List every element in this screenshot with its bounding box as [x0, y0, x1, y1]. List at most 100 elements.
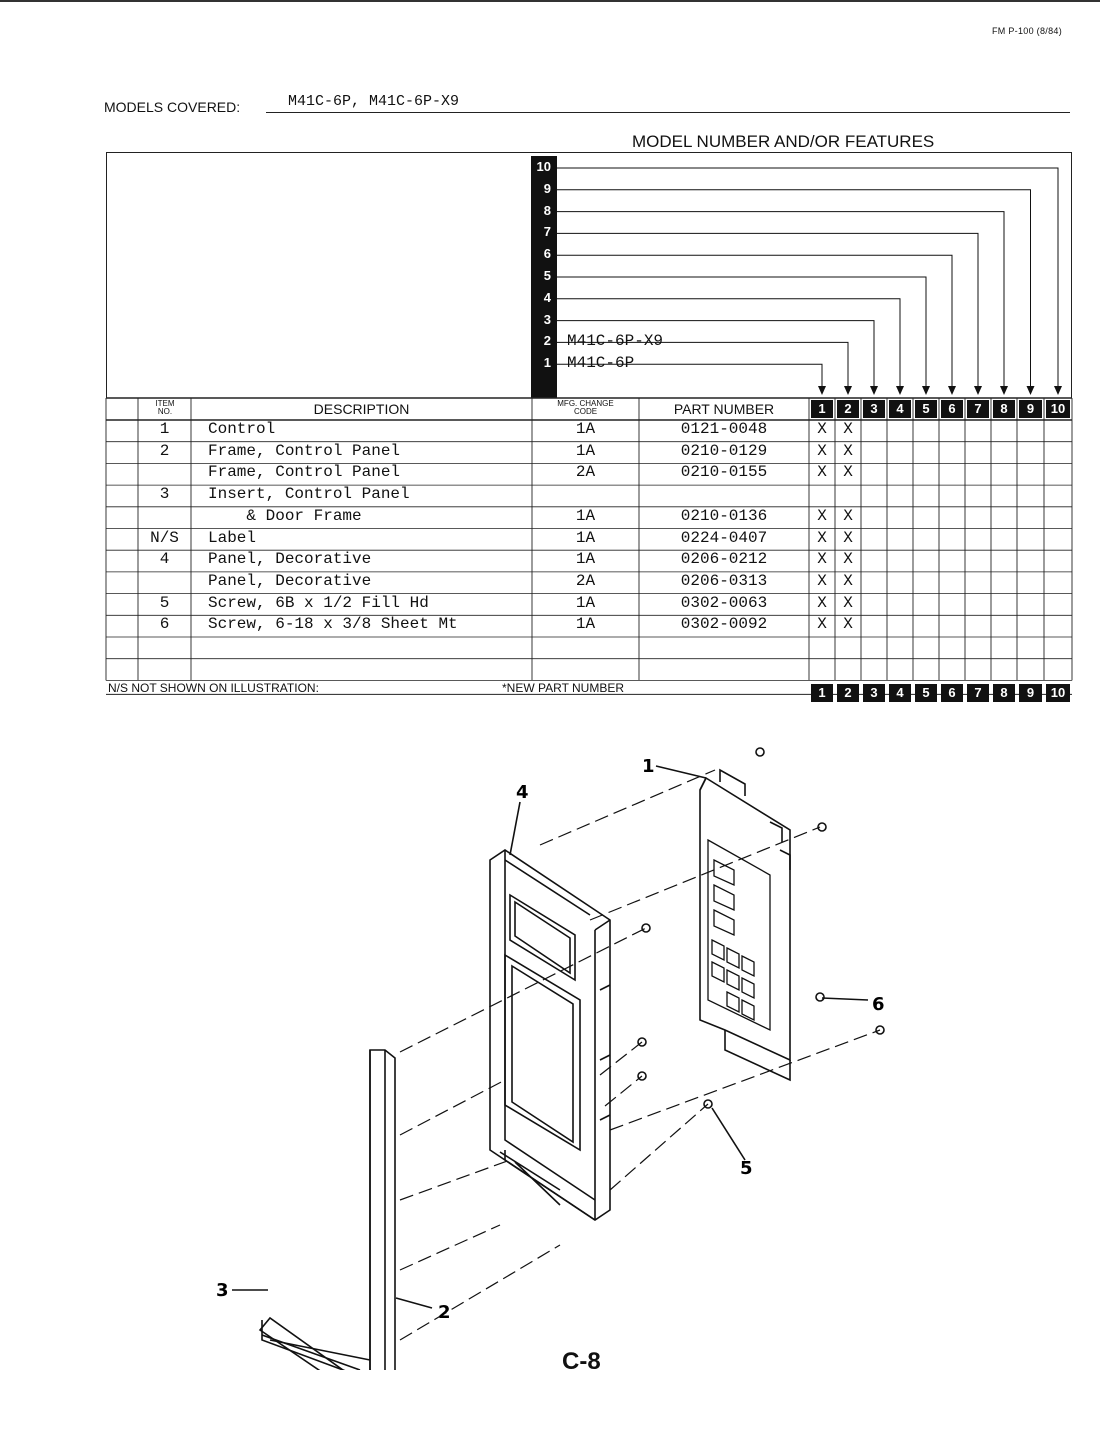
model-applicability-mark: X — [817, 420, 827, 438]
features-title: MODEL NUMBER AND/OR FEATURES — [632, 132, 935, 151]
model-column-number: 3 — [863, 684, 885, 703]
model-applicability-mark: X — [843, 593, 853, 612]
page-label: C-8 — [562, 1348, 601, 1375]
model-column-number: 3 — [863, 400, 885, 418]
model-applicability-mark: X — [817, 550, 827, 569]
part-number: 0210-0155 — [680, 463, 768, 482]
part-number: 0210-0129 — [680, 441, 768, 460]
model-column-number: 8 — [993, 400, 1015, 418]
part-number: 0206-0212 — [680, 550, 768, 569]
model-column-number: 7 — [967, 684, 989, 703]
mfg-change-code: 1A — [575, 615, 596, 634]
model-name: M41C-6P — [567, 354, 635, 373]
mfg-change-code: 1A — [575, 550, 596, 569]
part-description: Screw, 6B x 1/2 Fill Hd — [208, 593, 429, 612]
model-column-number: 2 — [837, 400, 859, 418]
model-column-number: 7 — [967, 400, 989, 418]
model-index-number: 2 — [543, 333, 551, 349]
model-applicability-mark: X — [843, 615, 853, 634]
model-column-number: 4 — [889, 400, 911, 418]
header-description: DESCRIPTION — [313, 401, 410, 417]
mfg-change-code: 1A — [575, 528, 596, 547]
model-column-number: 4 — [889, 684, 911, 703]
part-description: Label — [208, 528, 257, 547]
part-number: 0210-0136 — [680, 506, 768, 525]
item-number: 6 — [159, 615, 170, 634]
item-number: 4 — [159, 550, 170, 569]
callout-3: 3 — [216, 1280, 229, 1301]
mfg-change-code: 1A — [575, 420, 596, 438]
callout-5: 5 — [740, 1158, 753, 1179]
model-index-number: 6 — [543, 246, 551, 262]
part-description: Screw, 6-18 x 3/8 Sheet Mt — [208, 615, 458, 634]
model-index-number: 1 — [543, 355, 551, 371]
model-applicability-mark: X — [843, 550, 853, 569]
form-number: FM P-100 (8/84) — [991, 26, 1062, 36]
model-index-number: 9 — [543, 180, 551, 196]
model-applicability-mark: X — [817, 528, 827, 547]
model-column-number: 9 — [1019, 400, 1042, 418]
callout-1: 1 — [642, 756, 655, 777]
model-applicability-mark: X — [817, 571, 827, 590]
part-description: & Door Frame — [208, 506, 362, 525]
model-index-number: 7 — [543, 224, 551, 240]
model-applicability-mark: X — [817, 506, 827, 525]
model-column-number: 5 — [915, 684, 937, 703]
model-column-number: 1 — [811, 400, 833, 418]
part-number: 0302-0063 — [680, 593, 768, 612]
models-covered-label: MODELS COVERED: — [104, 99, 241, 115]
mfg-change-code: 1A — [575, 441, 596, 460]
part-number: 0121-0048 — [680, 420, 768, 438]
part-number: 0206-0313 — [680, 571, 768, 590]
part-number: 0224-0407 — [680, 528, 768, 547]
model-applicability-mark: X — [843, 420, 853, 438]
mfg-change-code: 2A — [575, 463, 596, 482]
mfg-change-code: 1A — [575, 593, 596, 612]
model-applicability-mark: X — [817, 463, 827, 482]
new-part-note: *NEW PART NUMBER — [502, 681, 625, 696]
item-number: 3 — [159, 485, 170, 504]
model-index-number: 10 — [536, 159, 551, 174]
callout-6: 6 — [872, 994, 885, 1015]
item-number: 1 — [159, 420, 170, 438]
exploded-view-illustration: 1 2 3 4 5 6 — [216, 747, 885, 1370]
model-applicability-mark: X — [817, 615, 827, 634]
model-column-number: 6 — [941, 684, 963, 703]
model-applicability-mark: X — [817, 593, 827, 612]
part-number: 0302-0092 — [680, 615, 768, 634]
model-name: M41C-6P-X9 — [567, 332, 664, 351]
item-number: 5 — [159, 593, 170, 612]
model-column-number: 2 — [837, 684, 859, 703]
item-number: 2 — [159, 441, 170, 460]
model-column-number: 5 — [915, 400, 937, 418]
model-index-number: 4 — [543, 289, 551, 305]
part-description: Frame, Control Panel — [208, 463, 401, 482]
model-column-number: 1 — [811, 684, 833, 703]
mfg-change-code: 2A — [575, 571, 596, 590]
model-applicability-mark: X — [843, 506, 853, 525]
part-description: Panel, Decorative — [208, 550, 372, 569]
model-column-number: 9 — [1019, 684, 1042, 703]
model-column-number: 10 — [1046, 684, 1070, 703]
part-description: Panel, Decorative — [208, 571, 372, 590]
ns-note: N/S NOT SHOWN ON ILLUSTRATION: — [108, 681, 319, 696]
item-number: N/S — [150, 528, 179, 547]
model-applicability-mark: X — [817, 441, 827, 460]
model-applicability-mark: X — [843, 441, 853, 460]
model-applicability-mark: X — [843, 528, 853, 547]
model-applicability-mark: X — [843, 463, 853, 482]
mfg-change-code: 1A — [575, 506, 596, 525]
model-index-bar — [531, 156, 557, 398]
model-column-number: 8 — [993, 684, 1015, 703]
callout-4: 4 — [516, 782, 529, 803]
part-description: Frame, Control Panel — [208, 441, 401, 460]
model-applicability-mark: X — [843, 571, 853, 590]
header-frame — [106, 152, 1072, 398]
top-rule — [0, 0, 1100, 2]
header-part-number: PART NUMBER — [673, 401, 775, 417]
model-index-number: 5 — [543, 268, 551, 283]
model-index-number: 3 — [543, 311, 551, 327]
